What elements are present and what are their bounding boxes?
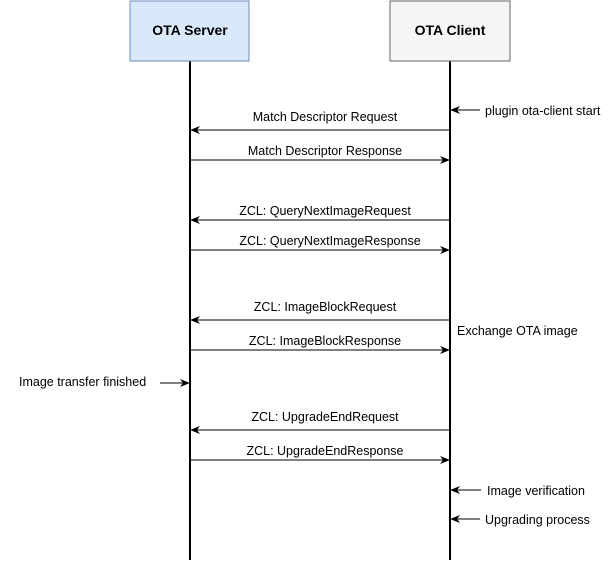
- note-image-verification: Image verification: [450, 484, 585, 498]
- participant-label: OTA Server: [152, 22, 228, 38]
- note-plugin-ota-client-start: plugin ota-client start: [450, 104, 601, 118]
- note-image-transfer-finished: Image transfer finished: [19, 375, 190, 389]
- note-label: Exchange OTA image: [457, 324, 578, 338]
- note-label: Image transfer finished: [19, 375, 146, 389]
- note-exchange-ota-image: Exchange OTA image: [457, 324, 578, 338]
- message-match-descriptor-response[interactable]: Match Descriptor Response: [190, 144, 450, 164]
- message-query-next-image-response[interactable]: ZCL: QueryNextImageResponse: [190, 234, 450, 254]
- message-match-descriptor-request[interactable]: Match Descriptor Request: [190, 110, 450, 134]
- message-image-block-request[interactable]: ZCL: ImageBlockRequest: [190, 300, 450, 324]
- participant-box: [389, 0, 511, 62]
- message-label: Match Descriptor Response: [248, 144, 402, 158]
- participant-label: OTA Client: [415, 22, 486, 38]
- note-label: Image verification: [487, 484, 585, 498]
- message-label: ZCL: ImageBlockResponse: [249, 334, 401, 348]
- message-label: ZCL: UpgradeEndResponse: [246, 444, 403, 458]
- message-query-next-image-request[interactable]: ZCL: QueryNextImageRequest: [190, 204, 450, 224]
- message-label: ZCL: UpgradeEndRequest: [251, 410, 399, 424]
- message-label: Match Descriptor Request: [253, 110, 398, 124]
- message-label: ZCL: QueryNextImageResponse: [239, 234, 420, 248]
- note-label: plugin ota-client start: [485, 104, 601, 118]
- note-label: Upgrading process: [485, 513, 590, 527]
- message-label: ZCL: QueryNextImageRequest: [239, 204, 411, 218]
- participant-ota-client[interactable]: OTA Client: [389, 0, 511, 62]
- message-upgrade-end-request[interactable]: ZCL: UpgradeEndRequest: [190, 410, 450, 434]
- message-image-block-response[interactable]: ZCL: ImageBlockResponse: [190, 334, 450, 354]
- participant-ota-server[interactable]: OTA Server: [129, 0, 250, 62]
- participant-box: [129, 0, 250, 62]
- note-upgrading-process: Upgrading process: [450, 513, 590, 527]
- message-label: ZCL: ImageBlockRequest: [254, 300, 397, 314]
- message-upgrade-end-response[interactable]: ZCL: UpgradeEndResponse: [190, 444, 450, 464]
